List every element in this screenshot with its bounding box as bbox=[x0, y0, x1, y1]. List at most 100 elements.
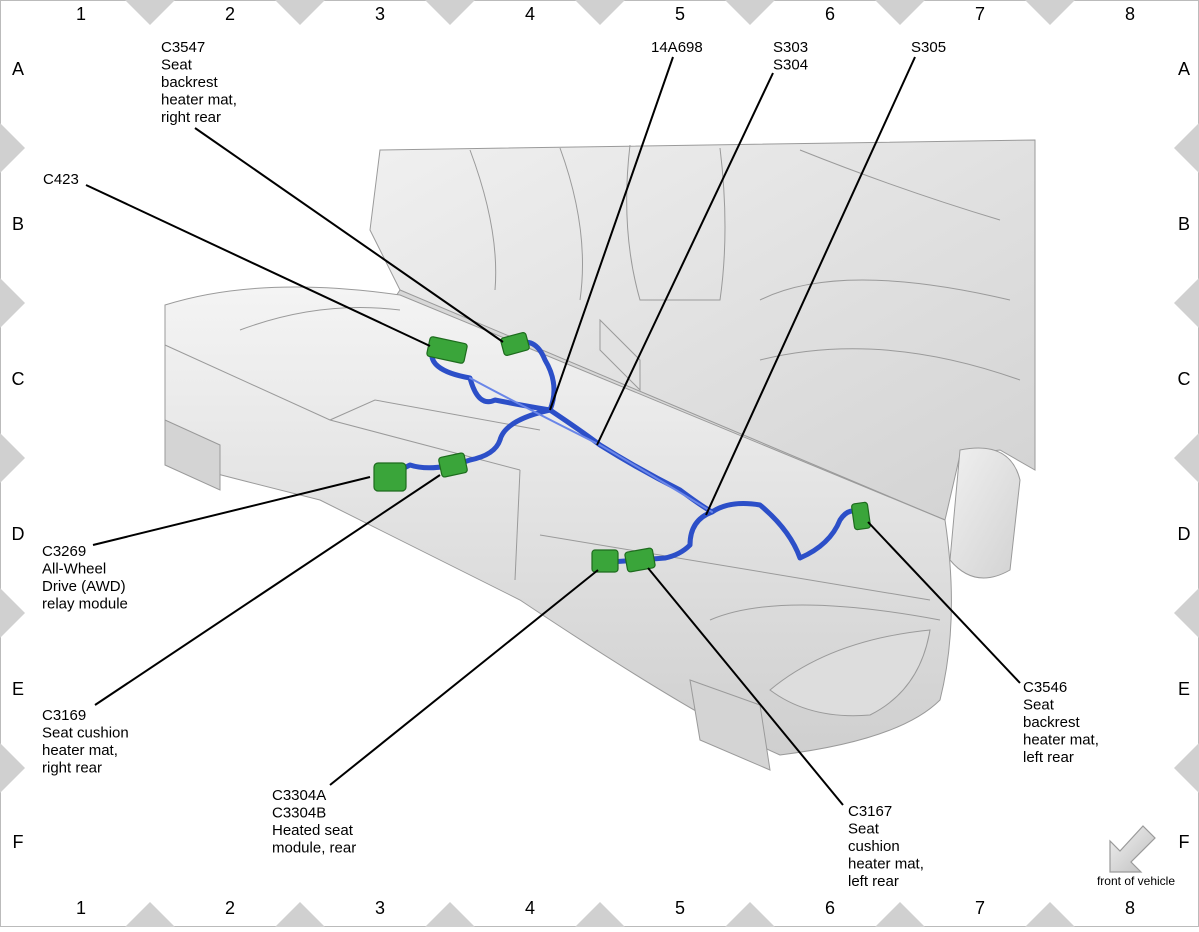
grid-col-top-2: 2 bbox=[225, 4, 235, 24]
front-of-vehicle-label: front of vehicle bbox=[1097, 874, 1175, 888]
callout-line: S304 bbox=[773, 57, 808, 74]
border-diamond-left bbox=[0, 433, 25, 483]
connectors bbox=[373, 332, 871, 573]
leader-c3547 bbox=[194, 127, 504, 343]
callout-line: All-Wheel bbox=[42, 561, 106, 578]
grid-col-bottom-3: 3 bbox=[375, 898, 385, 918]
grid-row-right-C: C bbox=[1178, 369, 1191, 389]
connector-c3547 bbox=[500, 332, 530, 356]
leader-s303-s304 bbox=[596, 72, 774, 446]
border-diamond-top bbox=[275, 0, 325, 25]
callout-line: S303 bbox=[773, 39, 808, 56]
grid-col-bottom-2: 2 bbox=[225, 898, 235, 918]
grid-col-bottom-1: 1 bbox=[76, 898, 86, 918]
connector-c3304a bbox=[591, 549, 619, 573]
callout-line: right rear bbox=[42, 760, 102, 777]
grid-col-bottom-4: 4 bbox=[525, 898, 535, 918]
border-diamond-top bbox=[875, 0, 925, 25]
callout-s305: S305 bbox=[911, 39, 946, 56]
callout-line: module, rear bbox=[272, 840, 356, 857]
border-diamond-top bbox=[125, 0, 175, 25]
callout-line: Seat bbox=[161, 57, 193, 74]
leader-c3269 bbox=[92, 476, 371, 546]
callout-14a698: 14A698 bbox=[651, 39, 703, 56]
callout-line: relay module bbox=[42, 596, 128, 613]
border-diamond-right bbox=[1174, 278, 1199, 328]
grid-row-right-F: F bbox=[1179, 832, 1190, 852]
callout-line: 14A698 bbox=[651, 39, 703, 56]
leader-c423 bbox=[85, 184, 431, 347]
border-diamond-bottom bbox=[425, 902, 475, 932]
border-diamond-top bbox=[575, 0, 625, 25]
callout-line: C3304A bbox=[272, 787, 326, 804]
callout-line: S305 bbox=[911, 39, 946, 56]
front-of-vehicle-indicator: front of vehicle bbox=[1097, 825, 1175, 888]
grid-row-left-A: A bbox=[12, 59, 24, 79]
callout-line: C3304B bbox=[272, 805, 326, 822]
callout-line: Seat cushion bbox=[42, 725, 129, 742]
leader-c3167 bbox=[647, 567, 844, 806]
grid-col-bottom-8: 8 bbox=[1125, 898, 1135, 918]
callout-line: Seat bbox=[1023, 697, 1055, 714]
grid-row-left-F: F bbox=[13, 832, 24, 852]
leader-s305 bbox=[705, 56, 916, 516]
grid-col-top-1: 1 bbox=[76, 4, 86, 24]
connector-c3304b bbox=[624, 547, 656, 573]
callout-line: Heated seat bbox=[272, 822, 354, 839]
border-diamond-left bbox=[0, 743, 25, 793]
border-diamond-top bbox=[425, 0, 475, 25]
border-diamond-right bbox=[1174, 433, 1199, 483]
leader-lines bbox=[85, 56, 1021, 806]
callout-line: left rear bbox=[848, 873, 899, 890]
callout-line: backrest bbox=[1023, 714, 1081, 731]
callout-line: cushion bbox=[848, 838, 900, 855]
grid-col-top-5: 5 bbox=[675, 4, 685, 24]
connector-c3169 bbox=[438, 452, 468, 478]
leader-c3169 bbox=[94, 474, 441, 706]
border-diamond-left bbox=[0, 278, 25, 328]
callout-line: right rear bbox=[161, 109, 221, 126]
border-diamond-bottom bbox=[1025, 902, 1075, 932]
callout-line: Seat bbox=[848, 821, 880, 838]
callout-line: heater mat, bbox=[42, 742, 118, 759]
border-diamond-right bbox=[1174, 743, 1199, 793]
callout-line: heater mat, bbox=[161, 92, 237, 109]
border-diamond-left bbox=[0, 588, 25, 638]
callout-line: C3169 bbox=[42, 707, 86, 724]
grid-col-top-7: 7 bbox=[975, 4, 985, 24]
connector-c3269 bbox=[373, 462, 407, 492]
grid-row-right-E: E bbox=[1178, 679, 1190, 699]
grid-col-top-8: 8 bbox=[1125, 4, 1135, 24]
grid-col-bottom-5: 5 bbox=[675, 898, 685, 918]
border-diamond-right bbox=[1174, 588, 1199, 638]
grid-row-left-C: C bbox=[12, 369, 25, 389]
leader-c3304 bbox=[329, 569, 599, 786]
grid-col-bottom-7: 7 bbox=[975, 898, 985, 918]
grid-col-bottom-6: 6 bbox=[825, 898, 835, 918]
grid-row-left-E: E bbox=[12, 679, 24, 699]
front-arrow-icon bbox=[1109, 825, 1156, 873]
callout-c423: C423 bbox=[43, 171, 79, 188]
border-diamond-bottom bbox=[125, 902, 175, 932]
grid-row-right-B: B bbox=[1178, 214, 1190, 234]
callout-line: C3546 bbox=[1023, 679, 1067, 696]
callout-line: heater mat, bbox=[848, 856, 924, 873]
grid-col-top-3: 3 bbox=[375, 4, 385, 24]
callout-line: C3269 bbox=[42, 543, 86, 560]
callout-line: C3547 bbox=[161, 39, 205, 56]
grid-col-top-6: 6 bbox=[825, 4, 835, 24]
grid-row-right-A: A bbox=[1178, 59, 1190, 79]
callout-line: left rear bbox=[1023, 749, 1074, 766]
grid-row-right-D: D bbox=[1178, 524, 1191, 544]
